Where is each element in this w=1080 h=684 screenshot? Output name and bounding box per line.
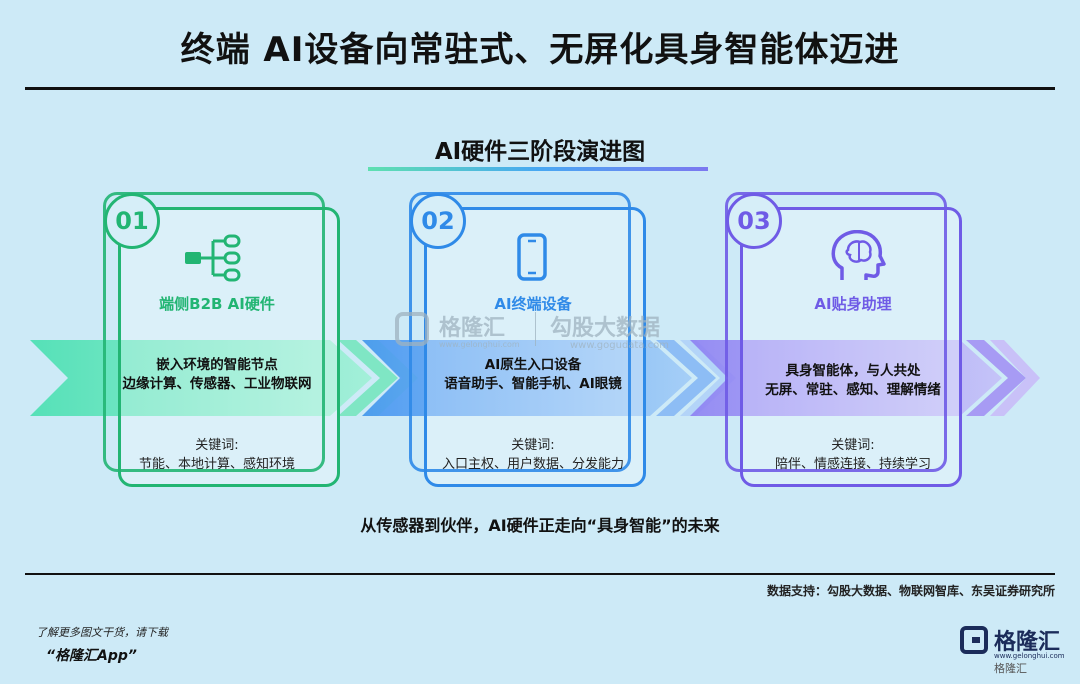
- stage-keywords-2: 入口主权、用户数据、分发能力: [441, 457, 624, 472]
- stage-number-1: 01: [104, 193, 160, 249]
- brand-tag: 格隆汇: [994, 662, 1027, 675]
- stage-desc-3a: 具身智能体，与人共处: [785, 363, 921, 379]
- stage-name-1: 端侧B2B AI硬件: [159, 295, 275, 313]
- brand-url: www.gelonghui.com: [994, 652, 1065, 660]
- flow-band-1: [30, 340, 372, 416]
- flow-chevron-2a: [656, 340, 716, 416]
- brain-head-icon: [828, 229, 888, 280]
- stage-desc-3b: 无屏、常驻、感知、理解情绪: [765, 382, 941, 398]
- flow-chevron-3a: [966, 340, 1026, 416]
- stage-keywords-label-3: 关键词:: [831, 438, 875, 453]
- stage-keywords-3: 陪伴、情感连接、持续学习: [774, 457, 931, 472]
- page-title: 终端 AI设备向常驻式、无屏化具身智能体迈进: [180, 30, 900, 70]
- watermark-brand: 格隆汇: [439, 316, 506, 341]
- brand-logo: 格隆汇 www.gelonghui.com 格隆汇: [960, 624, 1070, 675]
- stage-name-3: AI贴身助理: [814, 295, 892, 313]
- footer-prompt: 了解更多图文干货，请下载: [36, 626, 168, 639]
- brand-logo-icon: [960, 626, 988, 654]
- brand-name: 格隆汇: [994, 630, 1061, 655]
- flow-chevron-3b: [990, 340, 1040, 416]
- stage-keywords-label-2: 关键词:: [511, 438, 555, 453]
- watermark-partner-url: www.gogudata.com: [570, 340, 670, 351]
- flow-band-2: [362, 340, 692, 416]
- stage-desc-1b: 边缘计算、传感器、工业物联网: [122, 376, 312, 392]
- stage-keywords-label-1: 关键词:: [195, 438, 239, 453]
- watermark-divider: [535, 312, 536, 346]
- stage-keywords-1: 节能、本地计算、感知环境: [138, 457, 295, 472]
- data-source: 数据支持：勾股大数据、物联网智库、东吴证券研究所: [766, 584, 1055, 598]
- stage-name-2: AI终端设备: [494, 295, 572, 313]
- network-node-icon: [183, 233, 243, 283]
- stage-number-2: 02: [410, 193, 466, 249]
- flow-band-3: [690, 340, 1002, 416]
- stage-card-2: [409, 192, 646, 487]
- conclusion-text: 从传感器到伙伴，AI硬件正走向“具身智能”的未来: [360, 516, 720, 535]
- stage-desc-2b: 语音助手、智能手机、AI眼镜: [444, 376, 622, 392]
- stage-desc-2a: AI原生入口设备: [484, 357, 582, 373]
- smartphone-icon: [503, 233, 563, 283]
- watermark-logo-icon: [395, 312, 429, 346]
- diagram-title: AI硬件三阶段演进图: [434, 139, 646, 165]
- watermark-brand-url: www.gelonghui.com: [439, 340, 520, 349]
- flow-chevron-1a: [338, 340, 398, 416]
- footer-app-name: “格隆汇App”: [46, 648, 137, 664]
- stage-number-3: 03: [726, 193, 782, 249]
- bottom-divider: [25, 573, 1055, 575]
- stage-desc-1a: 嵌入环境的智能节点: [156, 357, 278, 373]
- diagram-title-underline: [368, 167, 708, 171]
- title-divider: [25, 87, 1055, 90]
- stage-card-3: [725, 192, 962, 487]
- watermark-partner: 勾股大数据: [550, 316, 661, 341]
